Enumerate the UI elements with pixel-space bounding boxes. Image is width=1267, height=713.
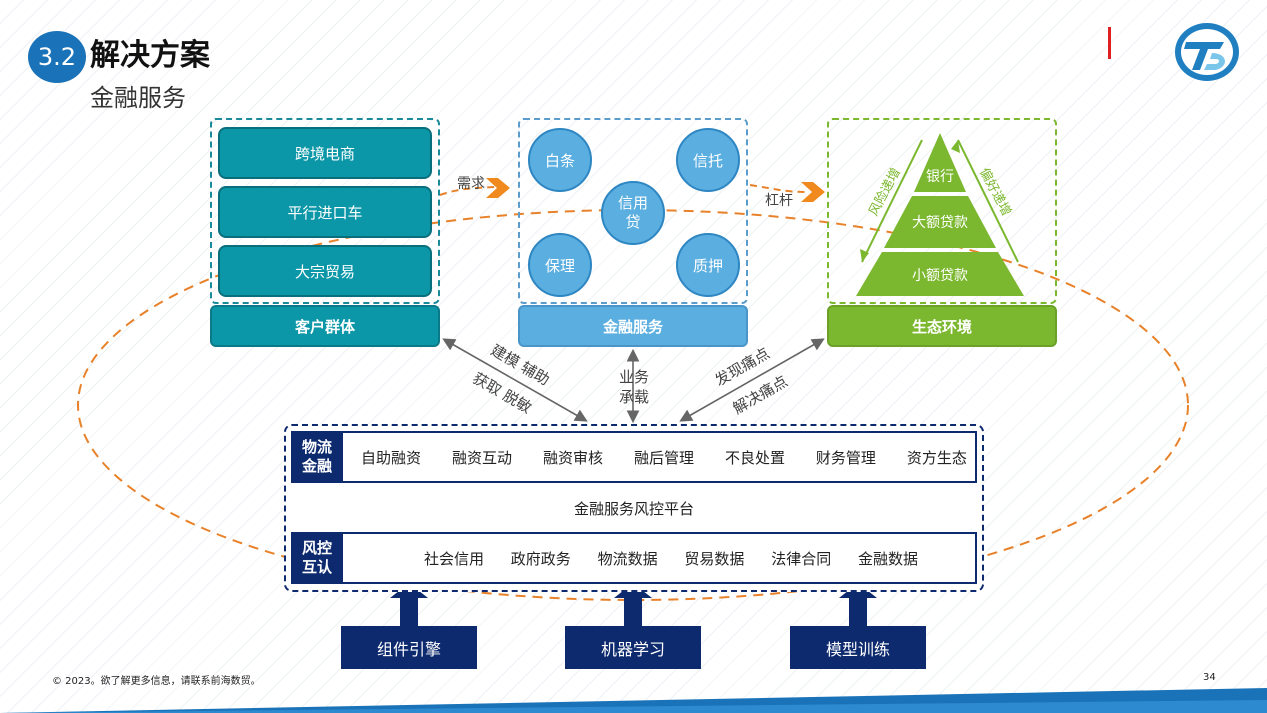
risk-mutual-row bbox=[291, 532, 977, 584]
engine-model-training: 模型训练 bbox=[790, 626, 926, 669]
risk-item: 物流数据 bbox=[597, 549, 658, 568]
logistics-finance-row bbox=[291, 431, 977, 483]
company-logo bbox=[1175, 23, 1239, 81]
platform-item: 财务管理 bbox=[815, 448, 876, 467]
footer-stripe bbox=[0, 688, 1267, 713]
leverage-chevron bbox=[801, 182, 825, 202]
risk-item: 法律合同 bbox=[771, 549, 832, 568]
platform-center-label: 金融服务风控平台 bbox=[573, 499, 694, 518]
risk-mutual-items: 社会信用 政府政务 物流数据 贸易数据 法律合同 金融数据 bbox=[424, 532, 918, 584]
up-arrow-2 bbox=[614, 583, 652, 628]
circle-factoring: 保理 bbox=[528, 233, 592, 297]
demand-label: 需求 bbox=[457, 176, 485, 192]
logistics-finance-title-b: 金融 bbox=[301, 457, 332, 475]
risk-item: 金融数据 bbox=[857, 549, 918, 568]
risk-item: 贸易数据 bbox=[684, 549, 745, 568]
up-arrow-3 bbox=[839, 583, 877, 628]
circle-baitiao: 白条 bbox=[528, 128, 592, 192]
leverage-label: 杠杆 bbox=[765, 193, 793, 209]
business-label: 业务 bbox=[619, 368, 650, 386]
platform-item: 融资审核 bbox=[542, 448, 603, 467]
demand-chevron bbox=[486, 178, 510, 198]
risk-item: 社会信用 bbox=[424, 549, 485, 568]
page-title: 解决方案 bbox=[90, 38, 210, 73]
risk-mutual-title-b: 互认 bbox=[301, 558, 332, 576]
red-divider bbox=[1108, 27, 1111, 59]
risk-mutual-title-a: 风控 bbox=[301, 539, 332, 558]
customer-item-bulk-trade: 大宗贸易 bbox=[218, 245, 432, 297]
platform-item: 融后管理 bbox=[633, 448, 694, 467]
up-arrow-1 bbox=[390, 583, 428, 628]
customer-item-parallel-import: 平行进口车 bbox=[218, 186, 432, 238]
pyramid-label-large-loan: 大额贷款 bbox=[912, 215, 968, 231]
customer-group-box bbox=[210, 118, 440, 304]
customer-item-cross-border: 跨境电商 bbox=[218, 127, 432, 179]
platform-item: 资方生态 bbox=[906, 448, 967, 467]
section-badge: 3.2 bbox=[28, 31, 86, 83]
logistics-finance-items: 自助融资 融资互动 融资审核 融后管理 不良处置 财务管理 资方生态 bbox=[361, 431, 967, 483]
platform-item: 不良处置 bbox=[724, 448, 785, 467]
logistics-finance-title: 物流 金融 bbox=[291, 431, 343, 483]
engine-machine-learning: 机器学习 bbox=[565, 626, 701, 669]
platform-item: 融资互动 bbox=[451, 448, 512, 467]
circle-pledge: 质押 bbox=[676, 233, 740, 297]
pyramid-bottom bbox=[856, 252, 1024, 296]
eco-label: 生态环境 bbox=[827, 305, 1057, 347]
pyramid-label-small-loan: 小额贷款 bbox=[912, 268, 968, 284]
finance-service-box bbox=[518, 118, 748, 304]
carry-label: 承载 bbox=[619, 388, 650, 406]
eco-box bbox=[827, 118, 1057, 304]
page-number: 34 bbox=[1203, 672, 1216, 683]
engine-component: 组件引擎 bbox=[341, 626, 477, 669]
finance-service-label: 金融服务 bbox=[518, 305, 748, 347]
pyramid-mid bbox=[884, 196, 996, 248]
copyright-text: © 2023。欲了解更多信息，请联系前海数贸。 bbox=[52, 676, 261, 687]
platform-item: 自助融资 bbox=[361, 448, 422, 467]
page-subtitle: 金融服务 bbox=[90, 84, 186, 112]
risk-item: 政府政务 bbox=[510, 549, 571, 568]
pyramid-top bbox=[914, 133, 966, 192]
circle-credit-loan: 信用贷 bbox=[601, 181, 665, 245]
risk-mutual-title: 风控 互认 bbox=[291, 532, 343, 584]
logistics-finance-title-a: 物流 bbox=[301, 438, 332, 457]
circle-trust: 信托 bbox=[676, 128, 740, 192]
pyramid-label-bank: 银行 bbox=[926, 169, 954, 185]
customer-group-label: 客户群体 bbox=[210, 305, 440, 347]
